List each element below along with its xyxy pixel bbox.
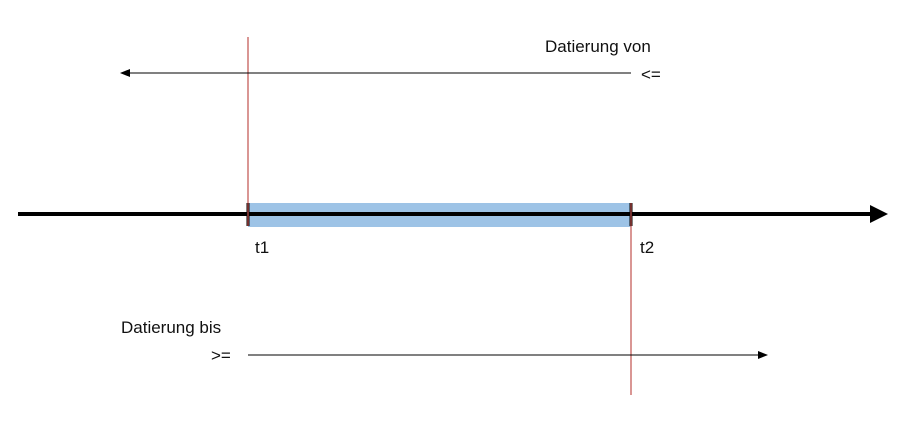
t2-label: t2 — [640, 238, 654, 257]
t1-label: t1 — [255, 238, 269, 257]
from-operator: <= — [641, 65, 661, 84]
to-operator: >= — [211, 346, 231, 365]
from-title: Datierung von — [545, 37, 651, 56]
to-title: Datierung bis — [121, 318, 221, 337]
timeline-arrowhead-icon — [870, 205, 888, 223]
